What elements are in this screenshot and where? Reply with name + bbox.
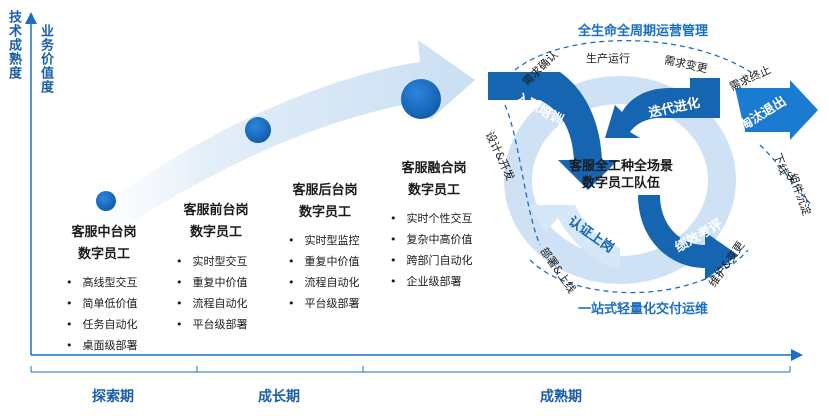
list-item: 平台级部署 <box>288 293 360 314</box>
stage-dot-3 <box>401 79 441 119</box>
center-line-2: 数字员工队伍 <box>581 176 660 191</box>
tag-ampersand: & <box>786 170 795 183</box>
stage-subtitle: 数字员工 <box>298 205 351 220</box>
stage-card-4: 客服融合岗 数字员工 <box>394 158 474 202</box>
arrow-retirement <box>735 80 818 140</box>
stage-subtitle: 数字员工 <box>189 225 242 240</box>
stage-list-1: 高线型交互 简单低价值 任务自动化 桌面级部署 <box>66 272 138 356</box>
stage-title: 客服中台岗 <box>71 225 137 240</box>
list-item: 流程自动化 <box>288 272 360 293</box>
center-line-1: 客服全工种全场景 <box>568 159 673 174</box>
y-axis-label-maturity: 技术成熟度 <box>6 10 21 80</box>
list-item: 流程自动化 <box>176 293 248 314</box>
stage-subtitle: 数字员工 <box>77 247 130 262</box>
list-item: 平台级部署 <box>176 314 248 335</box>
tag-production-run: 生产运行 <box>586 52 630 65</box>
phase-growth: 成长期 <box>258 389 300 405</box>
lifecycle-bottom-title: 一站式轻量化交付运维 <box>578 302 709 317</box>
list-item: 企业级部署 <box>390 271 473 292</box>
list-item: 重复中价值 <box>176 272 248 293</box>
list-item: 跨部门自动化 <box>390 250 473 271</box>
y-axis-label-value: 业务价值度 <box>38 24 53 94</box>
stage-title: 客服融合岗 <box>401 161 467 176</box>
phase-maturity: 成熟期 <box>540 389 582 405</box>
arrow-performance <box>638 195 738 280</box>
stage-list-3: 实时型监控 重复中价值 流程自动化 平台级部署 <box>288 230 360 314</box>
growth-band <box>60 40 475 265</box>
phase-exploration: 探索期 <box>92 389 134 405</box>
stage-card-3: 客服后台岗 数字员工 <box>285 180 365 224</box>
arrow-certification <box>530 205 620 270</box>
stage-dot-1 <box>96 191 116 211</box>
stage-list-2: 实时型交互 重复中价值 流程自动化 平台级部署 <box>176 251 248 335</box>
stage-card-2: 客服前台岗 数字员工 <box>176 200 256 244</box>
stage-title: 客服前台岗 <box>183 203 249 218</box>
lifecycle-top-title: 全生命全周期运营管理 <box>578 24 709 39</box>
list-item: 实时型监控 <box>288 230 360 251</box>
list-item: 高线型交互 <box>66 272 138 293</box>
stage-subtitle: 数字员工 <box>407 183 460 198</box>
list-item: 简单低价值 <box>66 293 138 314</box>
stage-dot-2 <box>245 117 271 143</box>
list-item: 复杂中高价值 <box>390 229 473 250</box>
arrow-iteration <box>605 78 720 138</box>
list-item: 实时型交互 <box>176 251 248 272</box>
stage-title: 客服后台岗 <box>292 183 358 198</box>
stage-card-1: 客服中台岗 数字员工 <box>64 222 144 266</box>
list-item: 重复中价值 <box>288 251 360 272</box>
arrow-onboarding <box>488 72 618 190</box>
list-item: 任务自动化 <box>66 314 138 335</box>
list-item: 实时个性交互 <box>390 208 473 229</box>
lifecycle-center: 客服全工种全场景 数字员工队伍 <box>566 158 676 192</box>
list-item: 桌面级部署 <box>66 335 138 356</box>
stage-list-4: 实时个性交互 复杂中高价值 跨部门自动化 企业级部署 <box>390 208 473 292</box>
